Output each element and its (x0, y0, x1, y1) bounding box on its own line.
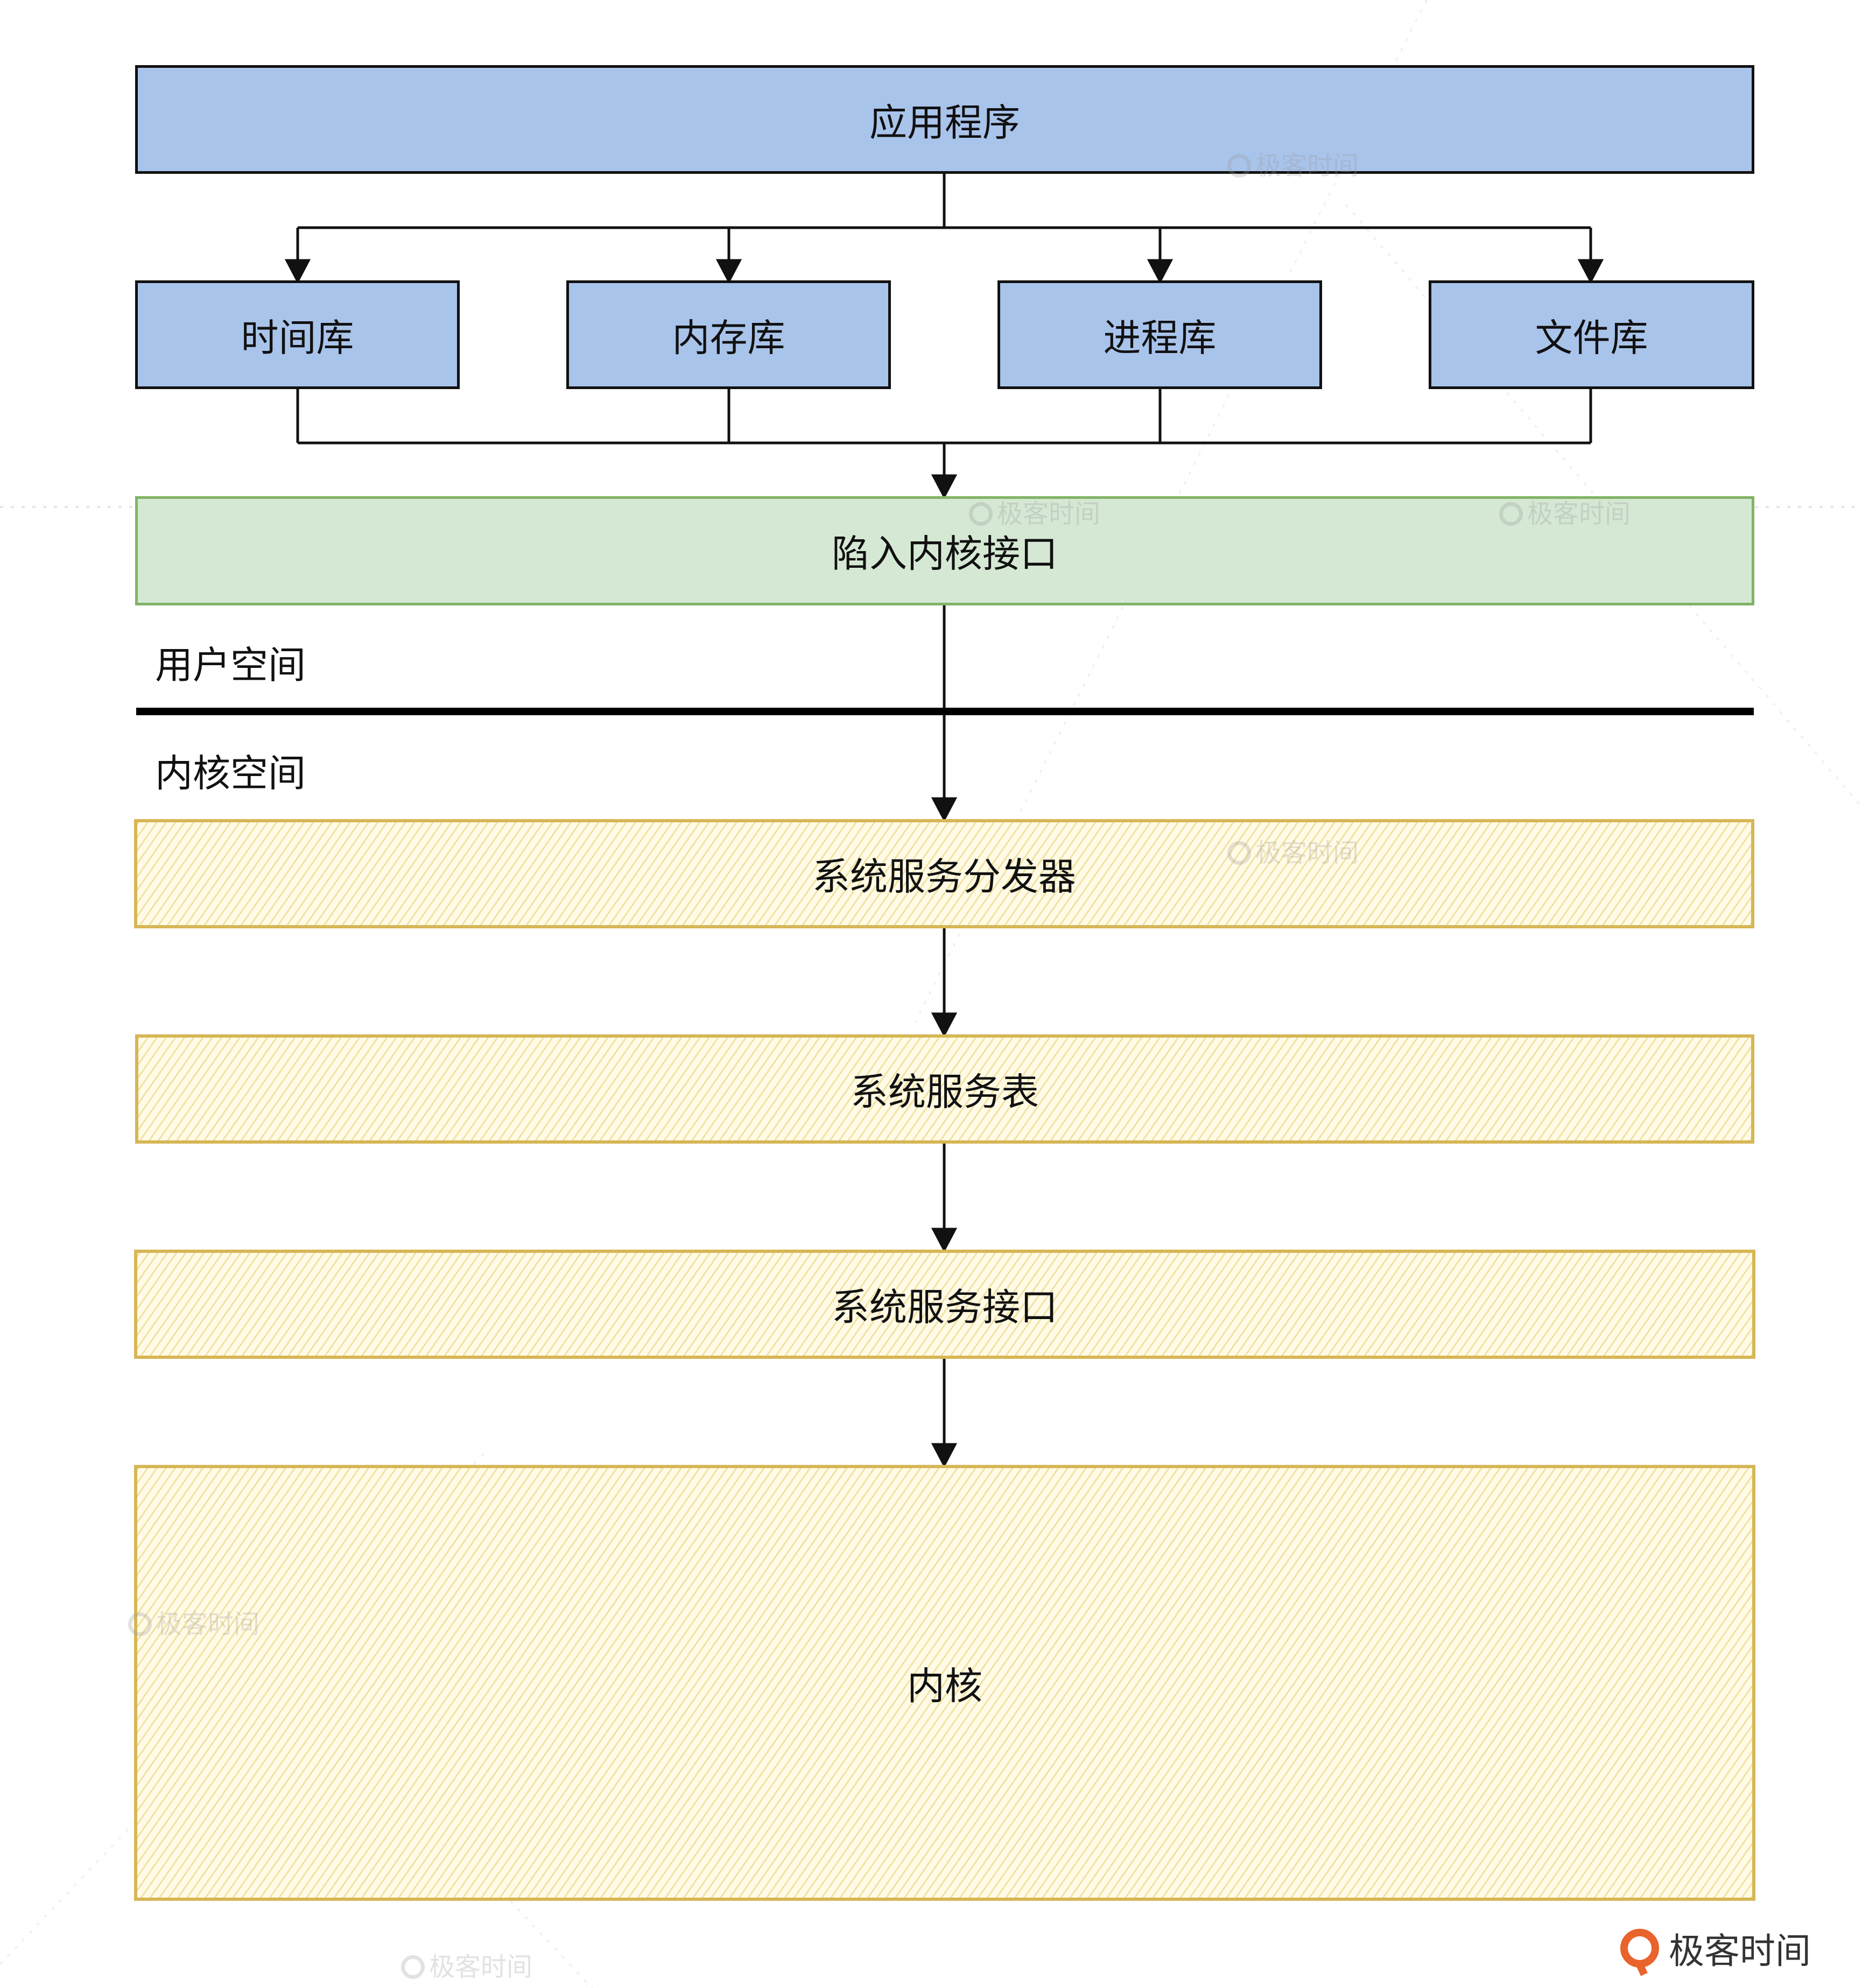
geektime-logo: 极客时间 (1620, 1924, 1811, 1972)
watermark-icon (401, 1955, 425, 1979)
watermark: 极客时间 (1499, 492, 1631, 530)
memory-library-label: 内存库 (672, 315, 785, 360)
arrow-head-dispatcher (931, 797, 958, 822)
arrow-head-kernel (931, 1443, 958, 1468)
geektime-logo-text: 极客时间 (1669, 1930, 1811, 1972)
watermark: 极客时间 (1227, 144, 1359, 182)
arrow-head-mem-lib (715, 259, 742, 284)
trap-interface-label: 陷入内核接口 (832, 532, 1058, 576)
watermark: 极客时间 (1227, 831, 1359, 869)
process-library-box: 进程库 (997, 280, 1322, 389)
arrow-head-file-lib (1577, 259, 1604, 284)
user-kernel-divider (136, 708, 1215, 715)
application-box: 应用程序 (135, 65, 1754, 174)
application-label: 应用程序 (869, 100, 1020, 145)
user-space-label: 用户空间 (155, 643, 306, 687)
watermark-icon (969, 502, 993, 526)
watermark: 极客时间 (128, 1603, 259, 1640)
memory-library-box: 内存库 (566, 280, 891, 389)
watermark: 极客时间 (969, 492, 1100, 530)
service-table-box: 系统服务表 (135, 1034, 1754, 1144)
arrow-head-service-interface (931, 1228, 958, 1253)
watermark-icon (1499, 502, 1523, 526)
service-interface-box: 系统服务接口 (134, 1250, 1755, 1359)
file-library-box: 文件库 (1429, 280, 1754, 389)
kernel-label: 内核 (907, 1663, 982, 1708)
trap-interface-box: 陷入内核接口 (135, 496, 1754, 605)
process-library-label: 进程库 (1103, 315, 1217, 360)
service-table-label: 系统服务表 (851, 1070, 1039, 1114)
watermark-icon (128, 1612, 152, 1636)
kernel-space-label: 内核空间 (155, 751, 306, 795)
service-dispatcher-box: 系统服务分发器 (134, 819, 1754, 928)
arrow-head-trap (931, 474, 958, 499)
arrow-head-time-lib (284, 259, 311, 284)
file-library-label: 文件库 (1535, 315, 1648, 360)
arrow-head-proc-lib (1147, 259, 1174, 284)
time-library-box: 时间库 (135, 280, 460, 389)
kernel-box: 内核 (134, 1465, 1755, 1901)
arrow-head-service-table (931, 1012, 958, 1038)
time-library-label: 时间库 (241, 315, 354, 360)
geektime-logo-icon (1620, 1929, 1659, 1968)
watermark: 极客时间 (401, 1945, 532, 1983)
watermark-icon (1227, 841, 1251, 865)
watermark-icon (1227, 154, 1251, 178)
service-dispatcher-label: 系统服务分发器 (812, 855, 1076, 899)
service-interface-label: 系统服务接口 (832, 1285, 1058, 1329)
